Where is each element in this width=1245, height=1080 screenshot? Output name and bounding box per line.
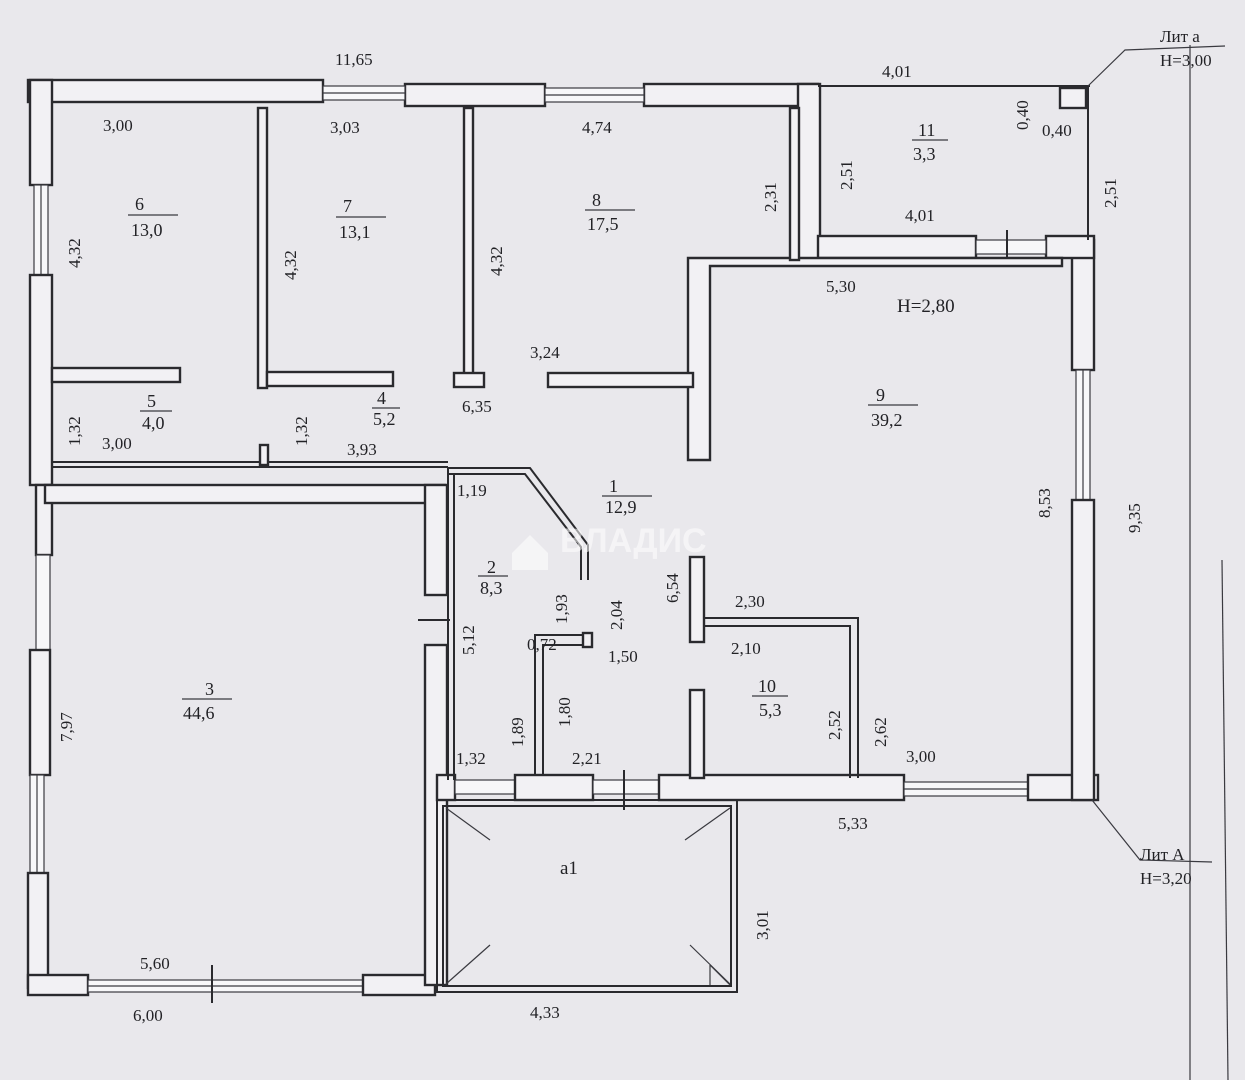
dim-label: 1,32 bbox=[456, 749, 486, 768]
watermark: ВЛАДИС bbox=[512, 522, 707, 570]
dim-label: 3,01 bbox=[753, 910, 772, 940]
dim-label: 4,74 bbox=[582, 118, 612, 137]
svg-text:7: 7 bbox=[343, 196, 352, 216]
dim-label: 2,30 bbox=[735, 592, 765, 611]
dim-label: 6,54 bbox=[663, 573, 682, 603]
room-7: 713,1 bbox=[336, 196, 386, 242]
dim-label: 1,32 bbox=[65, 416, 84, 446]
dim-label: 2,51 bbox=[1101, 178, 1120, 208]
svg-text:11: 11 bbox=[918, 120, 935, 140]
dim-label: 0,72 bbox=[527, 635, 557, 654]
dim-label: 5,12 bbox=[459, 625, 478, 655]
dim-label: 4,32 bbox=[65, 238, 84, 268]
dim-label: 2,10 bbox=[731, 639, 761, 658]
svg-text:1: 1 bbox=[609, 476, 618, 496]
room-11: 113,3 bbox=[912, 120, 948, 164]
svg-text:6: 6 bbox=[135, 194, 144, 214]
lit-a-big-height: Н=3,20 bbox=[1140, 869, 1192, 888]
dim-label: 5,33 bbox=[838, 814, 868, 833]
room-2: 28,3 bbox=[478, 557, 508, 598]
dim-label: 4,33 bbox=[530, 1003, 560, 1022]
dim-label: 1,80 bbox=[555, 697, 574, 727]
dimension-labels: 11,65 4,01 3,00 3,03 4,74 0,40 4,01 5,30… bbox=[102, 50, 1072, 1025]
interior-walls bbox=[50, 106, 1064, 780]
dim-label: 5,60 bbox=[140, 954, 170, 973]
dim-label: 2,52 bbox=[825, 710, 844, 740]
dim-label: 2,62 bbox=[871, 717, 890, 747]
dim-label: 2,31 bbox=[761, 182, 780, 212]
svg-text:5: 5 bbox=[147, 391, 156, 411]
room-4: 45,2 bbox=[372, 388, 400, 429]
dim-label: 3,00 bbox=[103, 116, 133, 135]
dim-label: 4,32 bbox=[281, 250, 300, 280]
dim-label: 3,00 bbox=[906, 747, 936, 766]
ceiling-height-label: Н=2,80 bbox=[897, 296, 955, 317]
dim-label: 1,93 bbox=[552, 594, 571, 624]
dim-label: 9,35 bbox=[1125, 503, 1144, 533]
sheet-border-line bbox=[1221, 559, 1229, 1080]
svg-text:5,3: 5,3 bbox=[759, 700, 782, 720]
svg-text:4: 4 bbox=[377, 388, 386, 408]
dim-label: 4,32 bbox=[487, 246, 506, 276]
svg-text:13,0: 13,0 bbox=[131, 220, 163, 240]
svg-text:8: 8 bbox=[592, 190, 601, 210]
dim-label: 4,01 bbox=[905, 206, 935, 225]
svg-text:10: 10 bbox=[758, 676, 776, 696]
svg-text:9: 9 bbox=[876, 385, 885, 405]
dim-label: 6,00 bbox=[133, 1006, 163, 1025]
dim-label: 1,89 bbox=[508, 717, 527, 747]
dim-label: 1,32 bbox=[292, 416, 311, 446]
room-8: 817,5 bbox=[585, 190, 635, 234]
lit-a-small-height: Н=3,00 bbox=[1160, 51, 1212, 70]
svg-text:4,0: 4,0 bbox=[142, 413, 165, 433]
room-3: 344,6 bbox=[182, 679, 232, 723]
svg-text:13,1: 13,1 bbox=[339, 222, 371, 242]
room-labels: 112,9 28,3 344,6 45,2 54,0 613,0 713,1 8… bbox=[128, 120, 948, 723]
svg-text:3: 3 bbox=[205, 679, 214, 699]
lit-a-big-label: Лит А bbox=[1140, 845, 1185, 864]
dim-label: 2,21 bbox=[572, 749, 602, 768]
svg-text:17,5: 17,5 bbox=[587, 214, 619, 234]
porch-a1 bbox=[436, 799, 738, 993]
lit-a-small-label: Лит а bbox=[1160, 27, 1200, 46]
vertical-dimension-labels: 0,40 2,51 2,31 2,51 4,32 4,32 4,32 1,32 … bbox=[57, 100, 1144, 940]
porch-label: а1 bbox=[560, 858, 578, 879]
dim-label: 3,93 bbox=[347, 440, 377, 459]
svg-text:2: 2 bbox=[487, 557, 496, 577]
dim-label: 2,04 bbox=[607, 600, 626, 630]
labels: Лит а Н=3,00 Лит А Н=3,20 Н=2,80 а1 bbox=[560, 27, 1212, 888]
dim-label: 7,97 bbox=[57, 712, 76, 742]
dim-label: 3,00 bbox=[102, 434, 132, 453]
dim-label: 1,50 bbox=[608, 647, 638, 666]
dim-label: 0,40 bbox=[1013, 100, 1032, 130]
watermark-text: ВЛАДИС bbox=[560, 522, 707, 560]
svg-text:3,3: 3,3 bbox=[913, 144, 936, 164]
room-5: 54,0 bbox=[140, 391, 172, 433]
dim-label: 3,03 bbox=[330, 118, 360, 137]
dim-label: 4,01 bbox=[882, 62, 912, 81]
dim-label: 2,51 bbox=[837, 160, 856, 190]
dim-label: 0,40 bbox=[1042, 121, 1072, 140]
dim-label: 6,35 bbox=[462, 397, 492, 416]
dim-label: 8,53 bbox=[1035, 488, 1054, 518]
room-9: 939,2 bbox=[868, 385, 918, 430]
svg-text:39,2: 39,2 bbox=[871, 410, 903, 430]
room-1: 112,9 bbox=[602, 476, 652, 517]
svg-text:12,9: 12,9 bbox=[605, 497, 637, 517]
dim-label: 11,65 bbox=[335, 50, 373, 69]
dim-label: 5,30 bbox=[826, 277, 856, 296]
svg-text:5,2: 5,2 bbox=[373, 409, 396, 429]
room-10: 105,3 bbox=[752, 676, 788, 720]
dim-label: 3,24 bbox=[530, 343, 560, 362]
dim-label: 1,19 bbox=[457, 481, 487, 500]
svg-text:8,3: 8,3 bbox=[480, 578, 503, 598]
room-6: 613,0 bbox=[128, 194, 178, 240]
leader-lit-a-small bbox=[1087, 45, 1226, 87]
leader-lit-a-big bbox=[1091, 799, 1213, 863]
svg-text:44,6: 44,6 bbox=[183, 703, 215, 723]
